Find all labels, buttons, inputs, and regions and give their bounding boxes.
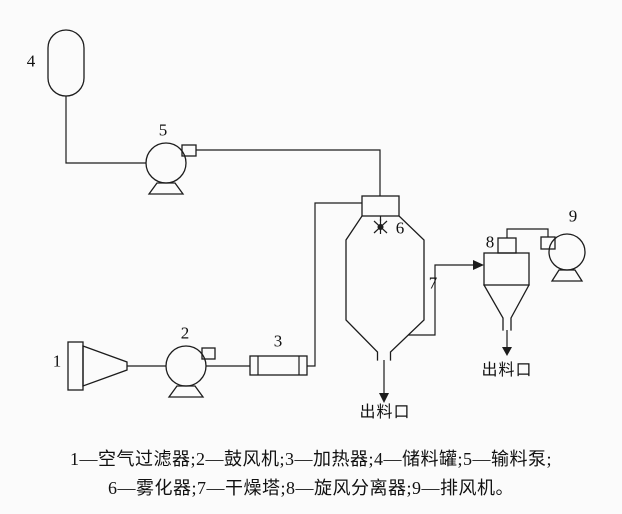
pipe-tank-to-feedpump bbox=[65, 96, 146, 164]
atomizer-nozzle bbox=[377, 224, 384, 230]
cyclone-cone-left bbox=[483, 284, 504, 331]
heater-body bbox=[249, 355, 308, 376]
pipe-feedpump-to-tower bbox=[196, 149, 381, 196]
exhaust-fan-stand bbox=[550, 269, 584, 282]
cyclone-top-pipe bbox=[497, 237, 517, 254]
label-8: 8 bbox=[485, 232, 495, 252]
label-9: 9 bbox=[568, 206, 578, 226]
tower-left-wall bbox=[345, 215, 379, 361]
air-filter-end bbox=[67, 341, 84, 391]
tower-right-wall bbox=[389, 215, 425, 361]
pipe-cyclone-to-fan bbox=[506, 228, 549, 238]
blower-icon bbox=[165, 345, 216, 398]
exhaust-fan-icon bbox=[540, 233, 586, 282]
pipes bbox=[65, 96, 549, 403]
storage-tank-body bbox=[47, 29, 85, 97]
blower-stand bbox=[167, 385, 205, 398]
feed-pump-body bbox=[145, 142, 187, 184]
tower-neck bbox=[361, 195, 400, 217]
cyclone-cone-right bbox=[510, 284, 530, 331]
label-5: 5 bbox=[158, 120, 168, 140]
label-3: 3 bbox=[273, 331, 283, 351]
pipe-tower-to-cyclone bbox=[408, 264, 473, 336]
atomizer-icon bbox=[373, 216, 388, 234]
blower-body bbox=[165, 345, 207, 387]
cyclone-body bbox=[483, 252, 530, 286]
cyclone-separator-icon bbox=[483, 237, 530, 331]
air-filter-cone bbox=[82, 345, 128, 387]
exhaust-fan-inlet bbox=[540, 236, 556, 250]
label-1: 1 bbox=[52, 351, 62, 371]
pipe-heater-to-tower bbox=[307, 202, 362, 367]
label-7: 7 bbox=[428, 273, 438, 293]
storage-tank-icon bbox=[47, 29, 85, 97]
cyclone-outlet-label: 出料口 bbox=[481, 362, 533, 379]
label-2: 2 bbox=[180, 323, 190, 343]
tower-outlet-label: 出料口 bbox=[359, 404, 411, 421]
label-6: 6 bbox=[395, 218, 405, 238]
feed-pump-stand bbox=[147, 182, 185, 195]
arrow-down-tower-icon bbox=[379, 393, 389, 403]
arrow-down-cyclone-icon bbox=[502, 347, 512, 356]
caption-line-2: 6—雾化器;7—干燥塔;8—旋风分离器;9—排风机。 bbox=[107, 478, 514, 498]
arrow-into-cyclone-icon bbox=[473, 260, 484, 270]
heater-icon bbox=[249, 355, 308, 376]
air-filter-icon bbox=[67, 341, 128, 391]
exhaust-fan-body bbox=[548, 233, 586, 271]
caption-line-1: 1—空气过滤器;2—鼓风机;3—加热器;4—储料罐;5—输料泵; bbox=[69, 449, 552, 469]
label-4: 4 bbox=[26, 51, 36, 71]
feed-pump-icon bbox=[145, 142, 197, 195]
